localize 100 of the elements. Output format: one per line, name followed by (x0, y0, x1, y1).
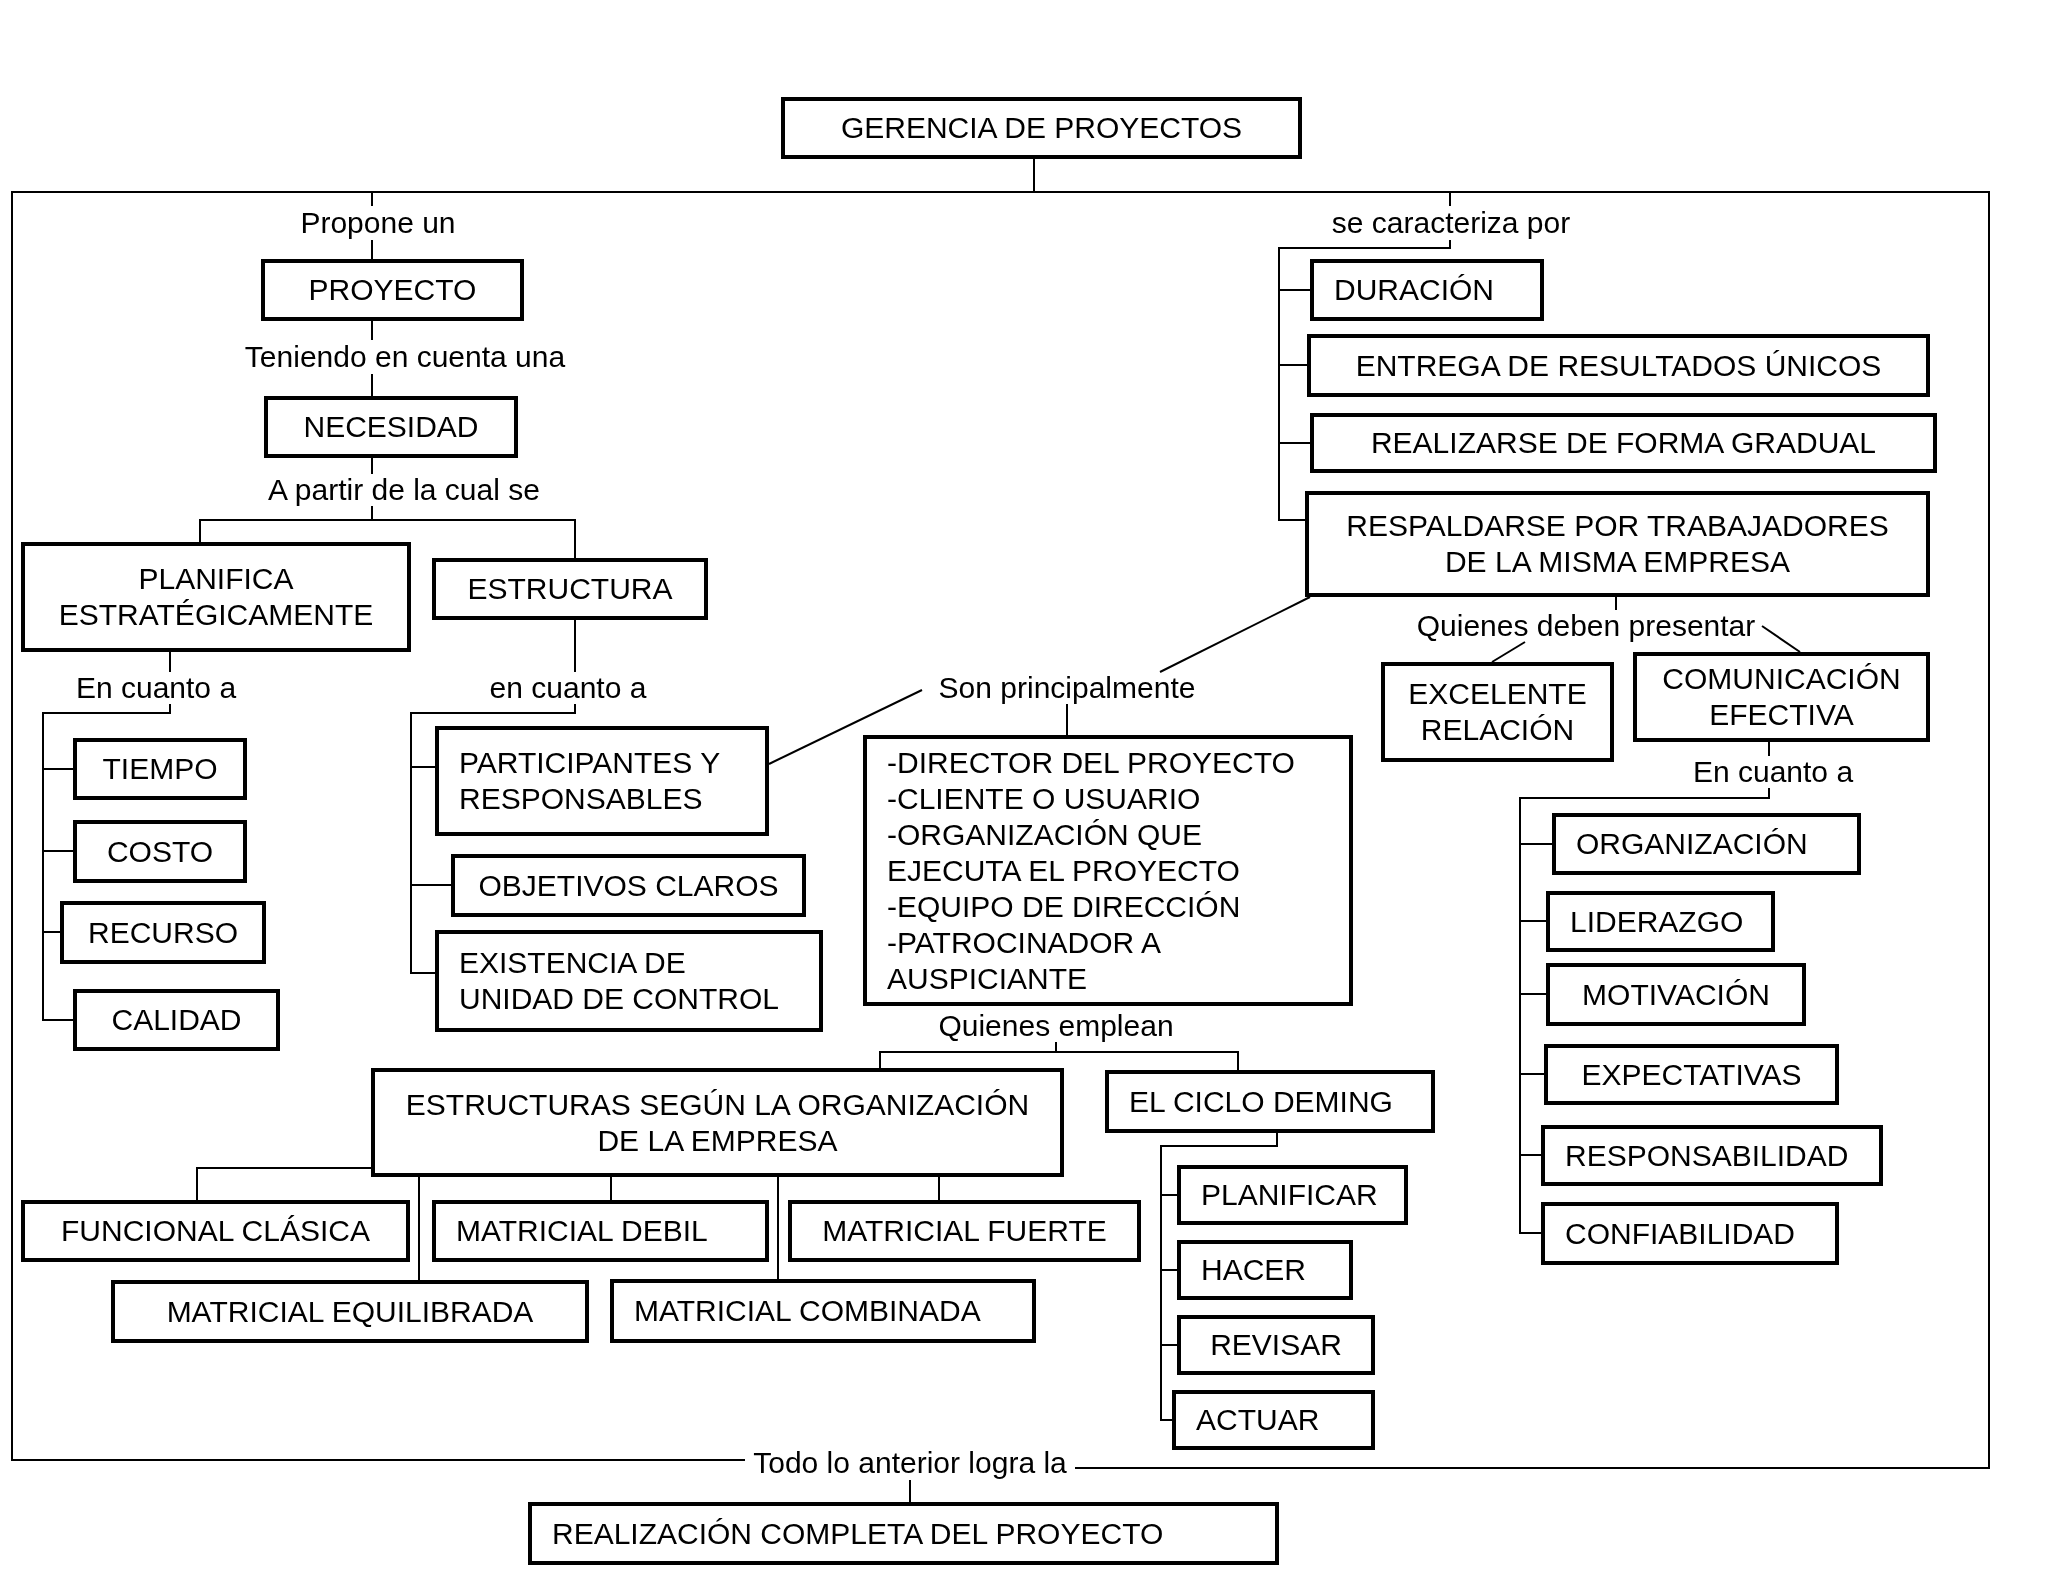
connector-line (1278, 442, 1311, 444)
concept-label: FUNCIONAL CLÁSICA (61, 1213, 370, 1249)
concept-box (73, 989, 280, 1051)
connector-line (410, 703, 576, 768)
concept-box (781, 97, 1302, 159)
connector-line (1278, 239, 1451, 291)
concept-label: MATRICIAL EQUILIBRADA (166, 1293, 534, 1330)
concept-box (1546, 891, 1775, 952)
connector-line (1519, 1073, 1545, 1075)
connector-line (1055, 1041, 1057, 1053)
concept-label: EL CICLO DEMING (1129, 1083, 1393, 1120)
connector-line (410, 766, 436, 768)
connector-line (1519, 993, 1547, 995)
connector-line (1519, 787, 1770, 845)
concept-box (1541, 1202, 1839, 1265)
concept-box (435, 930, 823, 1032)
connector-line (1519, 1154, 1542, 1156)
linking-phrase: En cuanto a (68, 672, 244, 704)
connector-line (1519, 1154, 1542, 1234)
connector-line (1160, 1344, 1178, 1346)
concept-box (1305, 491, 1930, 597)
connector-line (371, 457, 373, 475)
connector-line (1761, 625, 1801, 653)
connector-line (42, 768, 74, 770)
concept-box (371, 1068, 1064, 1177)
connector-line (1519, 1073, 1521, 1156)
linking-phrase: Teniendo en cuenta una (230, 340, 580, 374)
concept-box (1546, 963, 1806, 1026)
connector-line (42, 768, 44, 852)
concept-label: -EQUIPO DE DIRECCIÓN (887, 888, 1241, 925)
concept-label: LIDERAZGO (1570, 903, 1744, 940)
concept-label: GERENCIA DE PROYECTOS (840, 110, 1243, 146)
concept-box (1177, 1240, 1353, 1300)
concept-label: ESTRUCTURAS SEGÚN LA ORGANIZACIÓN DE LA EMPRESA (404, 1086, 1031, 1159)
connector-line (1519, 920, 1547, 922)
concept-label: PLANIFICAR (1201, 1177, 1378, 1213)
concept-box (1105, 1070, 1435, 1133)
connector-line (1160, 1194, 1178, 1196)
concept-label: ENTREGA DE RESULTADOS ÚNICOS (1355, 347, 1882, 384)
concept-label: -PATROCINADOR A AUSPICIANTE (887, 924, 1161, 997)
concept-box (21, 542, 411, 652)
connector-line (42, 850, 44, 933)
connector-line (410, 884, 436, 974)
concept-label: -DIRECTOR DEL PROYECTO (887, 744, 1295, 781)
connector-line (371, 519, 576, 559)
concept-label: ACTUAR (1196, 1402, 1320, 1438)
concept-label: -ORGANIZACIÓN QUE EJECUTA EL PROYECTO (887, 816, 1241, 889)
connector-line (1449, 191, 1451, 207)
concept-box (432, 1200, 769, 1262)
concept-label: MATRICIAL DEBIL (456, 1213, 708, 1249)
concept-label: COMUNICACIÓN EFECTIVA (1661, 661, 1902, 733)
connector-line (1278, 289, 1280, 366)
concept-box (1544, 1044, 1839, 1105)
connector-line (1066, 703, 1068, 736)
concept-box (1541, 1125, 1883, 1186)
concept-label: ORGANIZACIÓN (1576, 826, 1808, 862)
connector-line (1615, 596, 1617, 611)
concept-label: CALIDAD (111, 1002, 242, 1038)
connector-line (371, 239, 373, 260)
concept-label: DURACIÓN (1334, 272, 1494, 308)
concept-label: NECESIDAD (303, 409, 479, 445)
connector-line (11, 191, 746, 1461)
connector-line (1033, 158, 1035, 193)
concept-label: EXPECTATIVAS (1581, 1056, 1802, 1093)
concept-box (1552, 813, 1861, 875)
concept-label: PLANIFICA ESTRATÉGICAMENTE (57, 561, 375, 633)
connector-line (768, 689, 923, 765)
concept-label: MOTIVACIÓN (1582, 976, 1770, 1013)
concept-box (1177, 1165, 1408, 1225)
concept-label: -CLIENTE O USUARIO (887, 780, 1201, 817)
connector-line (418, 1176, 420, 1281)
connector-line (371, 191, 373, 207)
concept-box (1177, 1315, 1375, 1375)
concept-box (1633, 652, 1930, 742)
concept-box (111, 1280, 589, 1343)
connector-line (1074, 191, 1990, 1469)
concept-box (1310, 259, 1544, 321)
connector-line (1768, 741, 1770, 757)
linking-phrase: Quienes emplean (926, 1010, 1186, 1042)
connector-line (1491, 641, 1526, 663)
linking-phrase: A partir de la cual se (254, 474, 554, 506)
connector-line (777, 1176, 779, 1280)
connector-line (1519, 920, 1521, 995)
connector-line (42, 931, 74, 1021)
connector-line (410, 766, 412, 886)
concept-box (435, 726, 769, 836)
linking-phrase: Propone un (296, 206, 460, 240)
concept-label: OBJETIVOS CLAROS (478, 867, 779, 904)
connector-line (610, 1176, 612, 1201)
concept-box (73, 820, 247, 883)
concept-box (432, 558, 708, 620)
concept-box (1307, 334, 1930, 397)
concept-label: MATRICIAL COMBINADA (634, 1293, 981, 1329)
concept-box (60, 901, 266, 964)
connector-line (199, 519, 373, 543)
connector-line (909, 1479, 911, 1503)
concept-label: HACER (1201, 1252, 1306, 1288)
connector-line (1160, 1194, 1162, 1271)
connector-line (1055, 1051, 1239, 1071)
connector-line (1159, 596, 1311, 673)
